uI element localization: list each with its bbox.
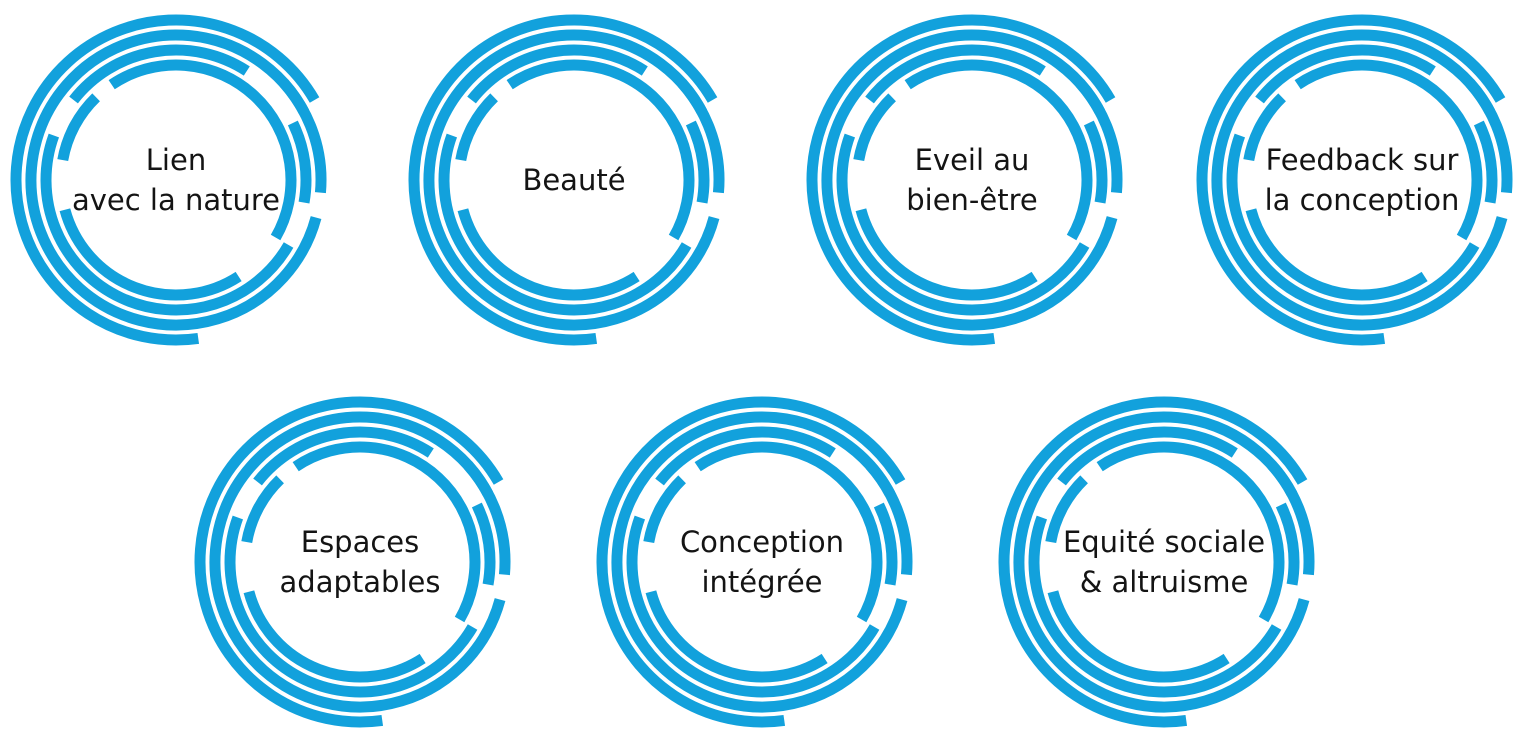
ring-arc: [1243, 93, 1287, 162]
ring-arc: [57, 93, 101, 162]
broken-rings-icon: [596, 396, 913, 728]
ring-arc: [292, 441, 481, 623]
ring-arc: [904, 59, 1093, 241]
ring-arc: [655, 426, 836, 486]
broken-rings-icon: [998, 396, 1315, 728]
ring-arc: [645, 590, 828, 683]
broken-rings-icon: [1196, 14, 1513, 346]
badge-label-line1: Beauté: [522, 163, 626, 197]
ring-arc: [194, 396, 504, 728]
ring-arc: [287, 120, 312, 204]
ring-arc: [626, 515, 880, 698]
ring-arc: [865, 44, 1046, 104]
ring-arc: [506, 59, 695, 241]
badge-beaute: Beauté: [402, 8, 746, 352]
badge-label-line2: & altruisme: [1079, 565, 1249, 599]
ring-arc: [457, 208, 640, 301]
badge-label-line2: adaptables: [279, 565, 441, 599]
ring-arc: [471, 502, 496, 586]
badge-label: Espaces adaptables: [280, 522, 441, 602]
ring-arc: [423, 29, 725, 331]
ring-arc: [873, 502, 898, 586]
ring-arc: [108, 59, 297, 241]
ring-arc: [1211, 29, 1513, 331]
ring-arc: [1196, 14, 1506, 346]
broken-rings-icon: [10, 14, 327, 346]
badge-label-line1: Eveil au: [914, 143, 1030, 177]
ring-arc: [596, 396, 906, 728]
ring-arc: [855, 208, 1038, 301]
badge-lien-avec-la-nature: Lien avec la nature: [4, 8, 348, 352]
broken-rings-icon: [806, 14, 1123, 346]
ring-arc: [253, 426, 434, 486]
ring-arc: [1473, 120, 1498, 204]
ring-arc: [438, 133, 692, 316]
badge-label: Beauté: [522, 160, 625, 200]
ring-arc: [467, 44, 648, 104]
ring-arc: [836, 133, 1090, 316]
ring-arc: [408, 14, 718, 346]
ring-arc: [224, 515, 478, 698]
ring-arc: [59, 208, 242, 301]
ring-arc: [643, 475, 687, 544]
ring-arc: [209, 411, 511, 713]
badge-label: Conception intégrée: [680, 522, 844, 602]
badge-eveil-au-bien-etre: Eveil au bien-être: [800, 8, 1144, 352]
ring-arc: [853, 93, 897, 162]
ring-arc: [1294, 59, 1483, 241]
ring-arc: [611, 411, 913, 713]
ring-arc: [241, 475, 285, 544]
ring-arc: [1045, 475, 1089, 544]
ring-arc: [40, 133, 294, 316]
ring-arc: [998, 396, 1308, 728]
badge-label-line1: Conception: [679, 525, 845, 559]
broken-rings-icon: [194, 396, 511, 728]
ring-arc: [1226, 133, 1480, 316]
badge-label-line1: Espaces: [300, 525, 420, 559]
ring-arc: [1013, 411, 1315, 713]
ring-arc: [821, 29, 1123, 331]
ring-arc: [1255, 44, 1436, 104]
ring-arc: [1028, 515, 1282, 698]
ring-arc: [1275, 502, 1300, 586]
ring-arc: [10, 14, 320, 346]
ring-arc: [1096, 441, 1285, 623]
badge-label-line2: intégrée: [701, 565, 823, 599]
broken-rings-icon: [408, 14, 725, 346]
badge-label-line1: Feedback sur: [1265, 143, 1459, 177]
badge-label: Equité sociale & altruisme: [1063, 522, 1265, 602]
ring-arc: [1245, 208, 1428, 301]
ring-arc: [243, 590, 426, 683]
badge-label: Lien avec la nature: [72, 140, 280, 220]
badge-label-line1: Equité sociale: [1062, 525, 1266, 559]
badge-conception-integree: Conception intégrée: [590, 390, 934, 734]
ring-arc: [685, 120, 710, 204]
ring-arc: [1083, 120, 1108, 204]
badge-label-line1: Lien: [145, 143, 207, 177]
ring-arc: [1047, 590, 1230, 683]
ring-arc: [694, 441, 883, 623]
badge-label: Eveil au bien-être: [906, 140, 1038, 220]
badge-label: Feedback sur la conception: [1265, 140, 1460, 220]
ring-arc: [25, 29, 327, 331]
badge-label-line2: avec la nature: [71, 183, 281, 217]
badge-feedback-sur-la-conception: Feedback sur la conception: [1190, 8, 1530, 352]
badge-label-line2: bien-être: [906, 183, 1038, 217]
badge-label-line2: la conception: [1264, 183, 1460, 217]
ring-arc: [806, 14, 1116, 346]
badge-equite-sociale-altruisme: Equité sociale & altruisme: [992, 390, 1336, 734]
badge-espaces-adaptables: Espaces adaptables: [188, 390, 532, 734]
ring-arc: [1057, 426, 1238, 486]
ring-arc: [455, 93, 499, 162]
ring-arc: [69, 44, 250, 104]
